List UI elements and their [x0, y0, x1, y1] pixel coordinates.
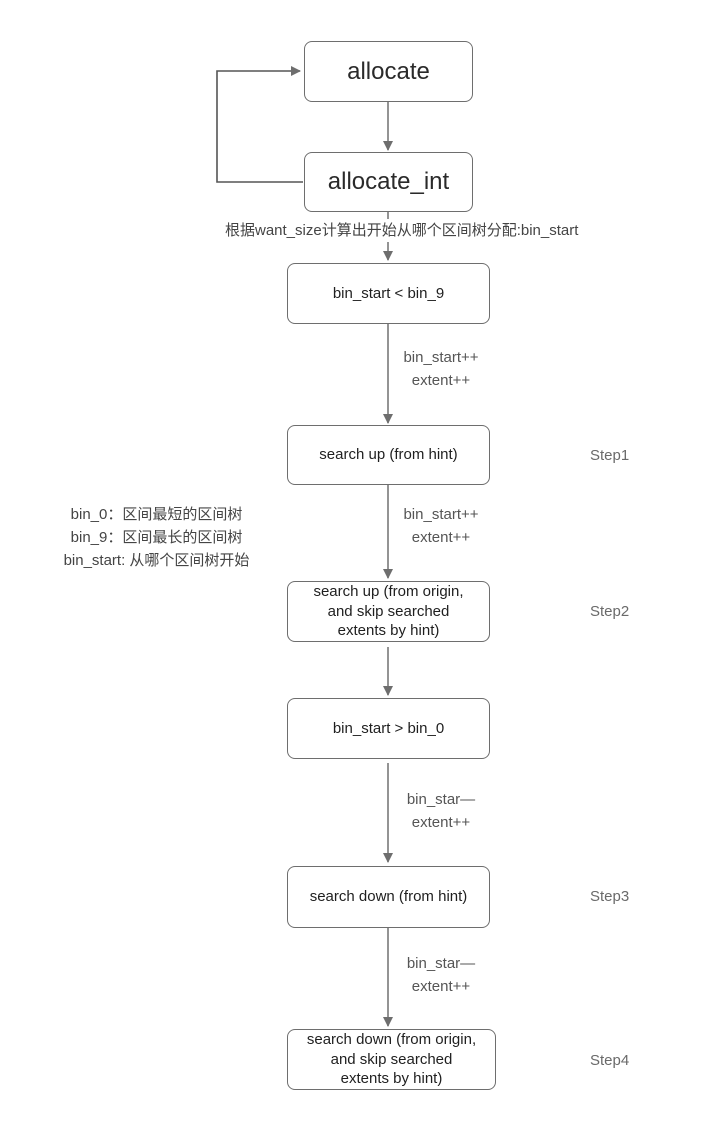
search-down-hint-label: search down (from hint)	[309, 888, 468, 906]
search-down-origin-node: search down (from origin, and skip searc…	[287, 1029, 496, 1090]
allocate-node: allocate	[304, 41, 473, 102]
increment-label-1-line-2: extent++	[411, 372, 471, 389]
decrement-label-1-line-1: bin_star—	[406, 791, 476, 808]
bin-start-lt-bin9-label: bin_start < bin_9	[332, 284, 445, 302]
bin-legend: bin_0：区间最短的区间树 bin_9：区间最长的区间树 bin_start:…	[44, 503, 269, 572]
bin-start-lt-bin9-node: bin_start < bin_9	[287, 263, 490, 324]
arrow-loop-back-to-allocate	[216, 66, 303, 183]
allocate-label: allocate	[347, 57, 430, 85]
search-down-origin-line-2: and skip searched	[330, 1050, 453, 1068]
bin-start-gt-bin0-node: bin_start > bin_0	[287, 698, 490, 759]
search-up-origin-line-2: and skip searched	[327, 602, 450, 620]
decrement-label-2-line-1: bin_star—	[406, 955, 476, 972]
increment-label-1: bin_start++ extent++	[393, 346, 489, 392]
search-down-origin-line-3: extents by hint)	[340, 1070, 443, 1088]
allocate-int-label: allocate_int	[327, 168, 450, 196]
increment-label-2: bin_start++ extent++	[393, 503, 489, 549]
search-up-origin-line-1: search up (from origin,	[313, 583, 464, 601]
decrement-label-2: bin_star— extent++	[393, 952, 489, 998]
search-down-hint-node: search down (from hint)	[287, 866, 490, 928]
search-up-hint-label: search up (from hint)	[319, 446, 458, 464]
step3-label: Step3	[590, 888, 630, 905]
search-down-origin-line-1: search down (from origin,	[306, 1031, 477, 1049]
allocate-int-node: allocate_int	[304, 152, 473, 212]
search-up-hint-node: search up (from hint)	[287, 425, 490, 485]
increment-label-2-line-1: bin_start++	[403, 506, 479, 523]
decrement-label-1-line-2: extent++	[411, 814, 471, 831]
legend-bin-start: bin_start: 从哪个区间树开始	[63, 552, 250, 569]
compute-bin-start-label: 根据want_size计算出开始从哪个区间树分配:bin_start	[224, 219, 580, 242]
decrement-label-2-line-2: extent++	[411, 978, 471, 995]
search-up-origin-line-3: extents by hint)	[337, 622, 440, 640]
step4-label: Step4	[590, 1052, 630, 1069]
bin-start-gt-bin0-label: bin_start > bin_0	[332, 719, 445, 737]
increment-label-1-line-1: bin_start++	[403, 349, 479, 366]
increment-label-2-line-2: extent++	[411, 529, 471, 546]
step2-label: Step2	[590, 603, 630, 620]
legend-bin0: bin_0：区间最短的区间树	[70, 506, 243, 523]
decrement-label-1: bin_star— extent++	[393, 788, 489, 834]
legend-bin9: bin_9：区间最长的区间树	[70, 529, 243, 546]
step1-label: Step1	[590, 447, 630, 464]
search-up-origin-node: search up (from origin, and skip searche…	[287, 581, 490, 642]
